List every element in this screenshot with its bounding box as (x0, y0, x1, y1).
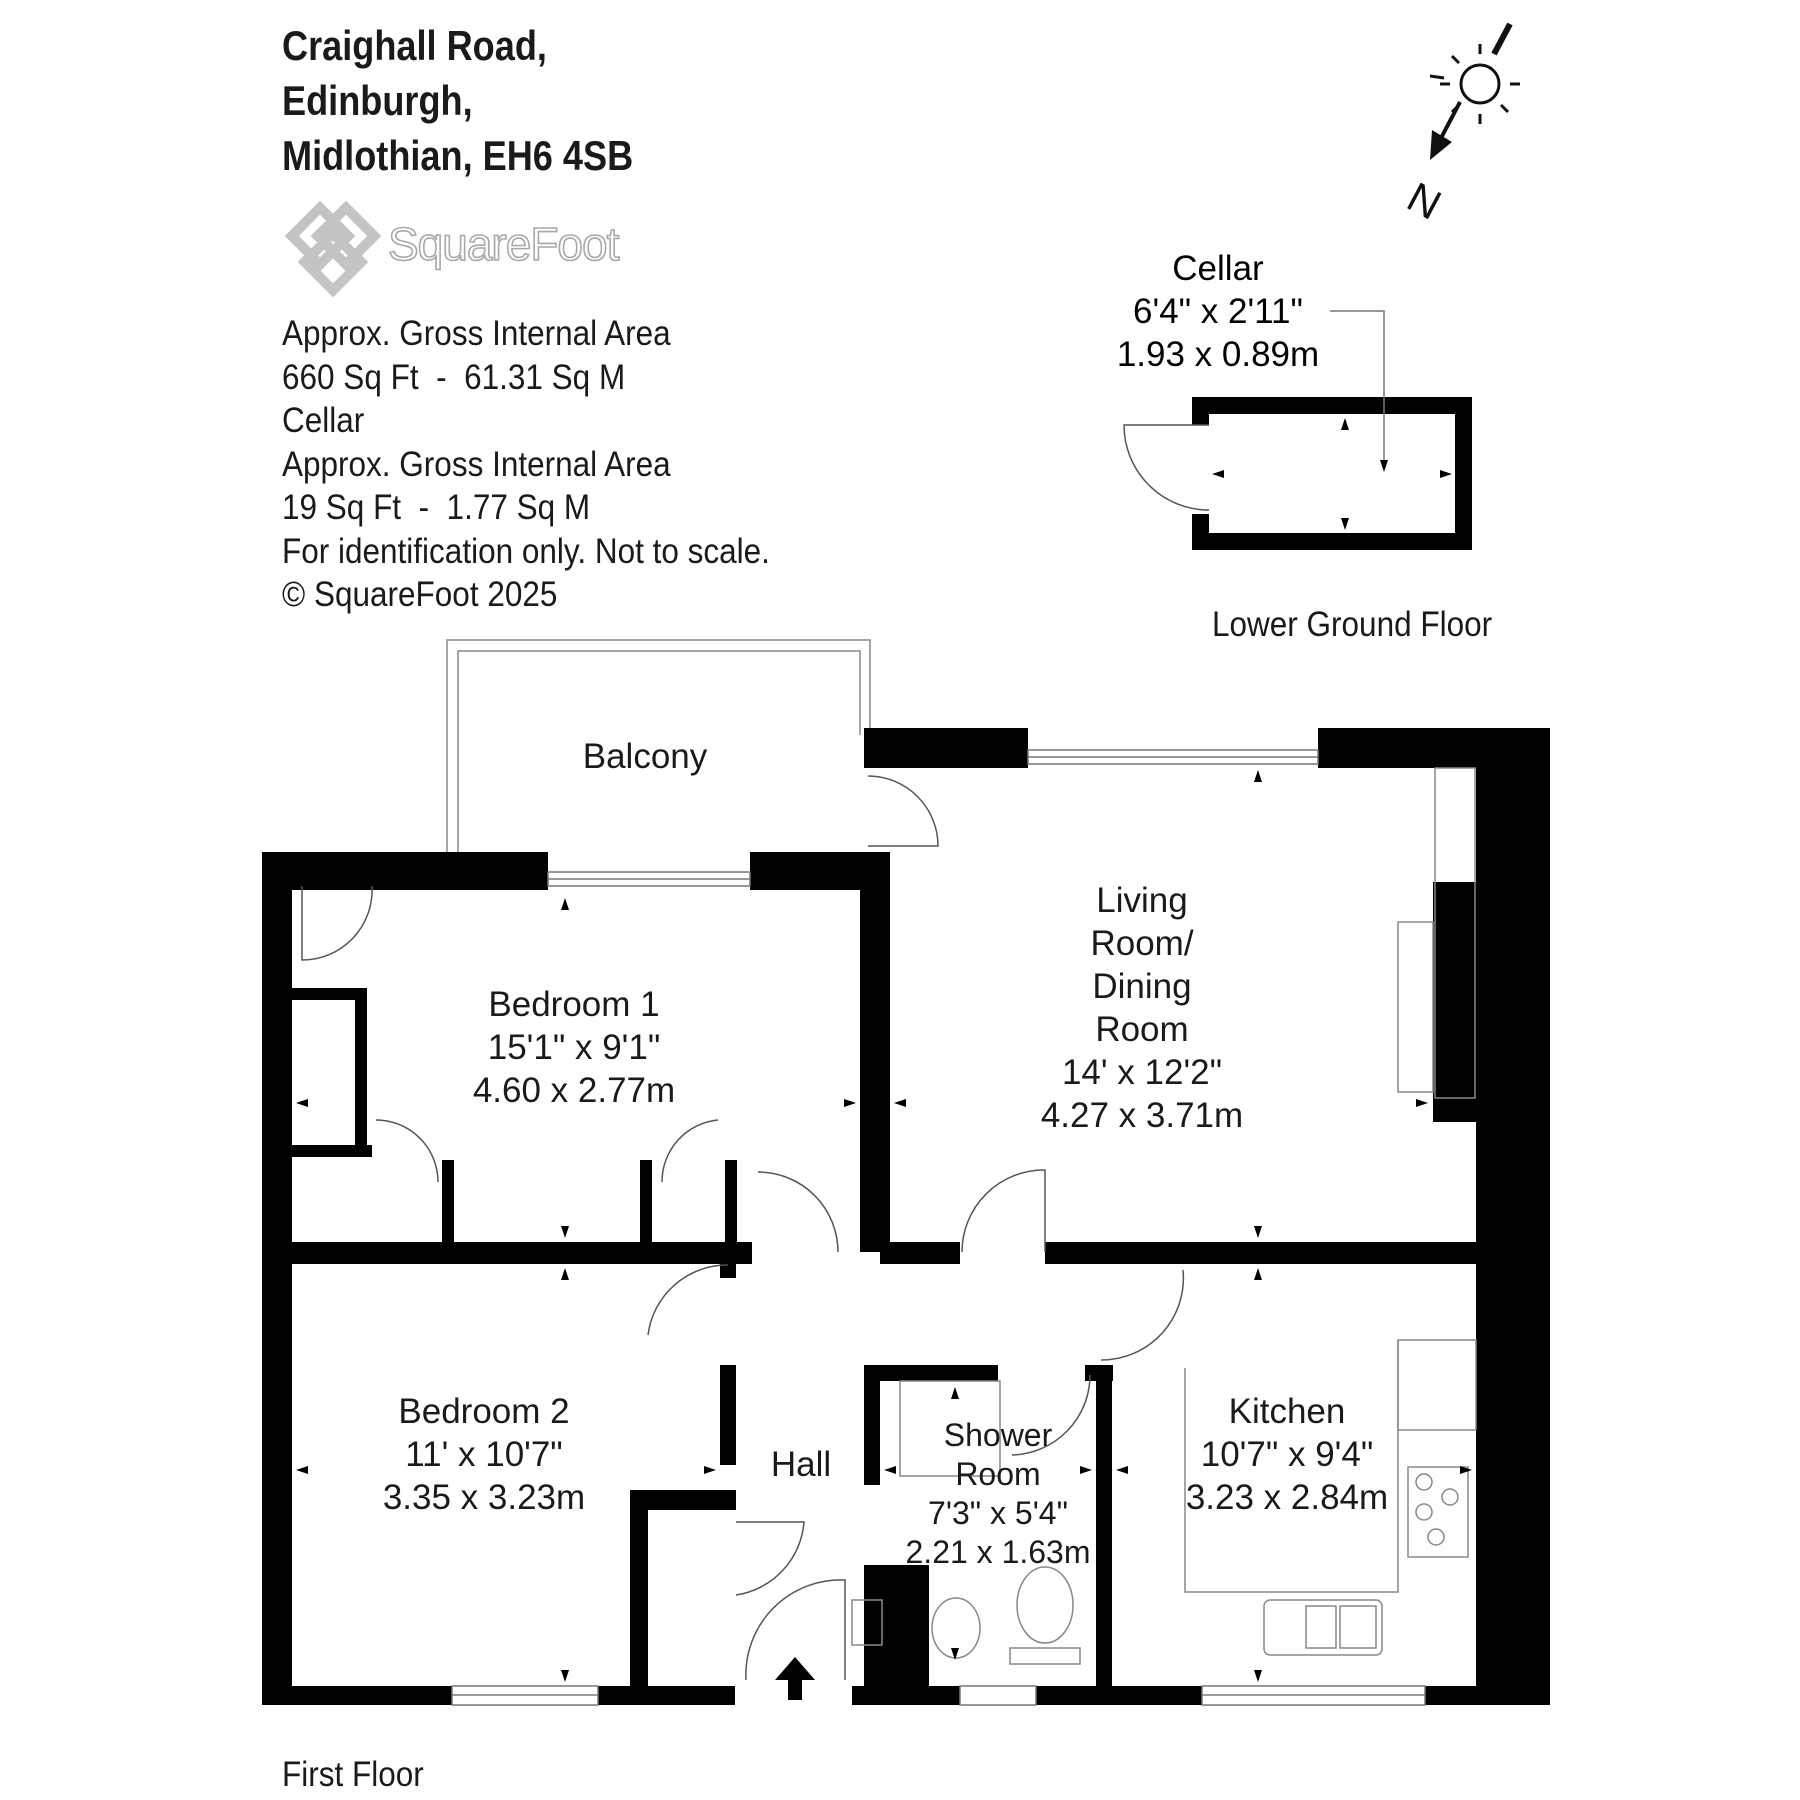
bedroom-1-dimensions-imperial: 15'1" x 9'1" (488, 1028, 661, 1067)
toilet-icon (1016, 1566, 1074, 1644)
north-arrow-icon (1430, 22, 1513, 160)
address-line-2: Edinburgh, (282, 77, 473, 124)
fixtures (851, 767, 1477, 1665)
cellar-dimensions-metric: 1.93 x 0.89m (1117, 335, 1319, 374)
cellar-walls (1192, 397, 1472, 550)
kitchen-dimensions-metric: 3.23 x 2.84m (1186, 1478, 1388, 1517)
kitchen-name: Kitchen (1229, 1392, 1346, 1431)
shower-room-dimensions-imperial: 7'3" x 5'4" (928, 1495, 1068, 1531)
windows (451, 749, 1426, 1706)
walls (262, 728, 1550, 1705)
bedroom-2-dimensions-metric: 3.35 x 3.23m (383, 1478, 585, 1517)
hall-label: Hall (771, 1445, 831, 1484)
cellar-dimensions-imperial: 6'4" x 2'11" (1133, 292, 1303, 331)
living-room-name-line-3: Dining (1092, 967, 1191, 1006)
cellar-room: Cellar 6'4" x 2'11" 1.93 x 0.89m (1117, 249, 1472, 550)
compass: N (1400, 22, 1520, 229)
living-room-name-line-2: Room/ (1090, 924, 1193, 963)
bedroom-2-name: Bedroom 2 (398, 1392, 569, 1431)
cellar-door-swing (1123, 424, 1210, 511)
shower-room-dimensions-metric: 2.21 x 1.63m (906, 1534, 1091, 1570)
area-info-line-3: Cellar (282, 401, 365, 440)
squarefoot-logo: SquareFoot (284, 200, 621, 298)
living-room-name-line-4: Room (1095, 1010, 1188, 1049)
sun-icon (1429, 44, 1520, 124)
dimension-markers (296, 770, 1472, 1682)
area-info-line-1: Approx. Gross Internal Area (282, 314, 671, 353)
kitchen-worktop (1397, 1339, 1477, 1431)
basin-icon (931, 1597, 981, 1659)
logo-text: SquareFoot (388, 218, 620, 270)
area-info-line-7: © SquareFoot 2025 (282, 575, 558, 614)
door-swings (301, 775, 1185, 1681)
fireplace (1397, 921, 1434, 1093)
hob-icon (1407, 1466, 1469, 1558)
bedroom-2-dimensions-imperial: 11' x 10'7" (405, 1435, 562, 1474)
address-line-1: Craighall Road, (282, 22, 547, 69)
cellar-name: Cellar (1172, 249, 1264, 288)
shower-room-name-line-2: Room (955, 1456, 1040, 1492)
north-label: N (1400, 173, 1449, 229)
lower-ground-floor-label: Lower Ground Floor (1212, 605, 1493, 644)
area-info-line-4: Approx. Gross Internal Area (282, 444, 671, 484)
living-room-name-line-1: Living (1096, 881, 1187, 920)
address-line-3: Midlothian, EH6 4SB (282, 132, 634, 179)
area-info-line-2: 660 Sq Ft - 61.31 Sq M (282, 357, 626, 397)
bedroom-1-name: Bedroom 1 (488, 985, 659, 1024)
sink-icon (1263, 1599, 1383, 1656)
area-info-line-6: For identification only. Not to scale. (282, 531, 770, 571)
kitchen-dimensions-imperial: 10'7" x 9'4" (1201, 1435, 1374, 1474)
bedroom-1-dimensions-metric: 4.60 x 2.77m (473, 1071, 675, 1110)
balcony-label: Balcony (583, 737, 708, 776)
living-wall-unit (1434, 767, 1476, 1099)
living-room-dimensions-metric: 4.27 x 3.71m (1041, 1096, 1243, 1135)
first-floor-label: First Floor (282, 1755, 424, 1794)
cellar-label-leader (1330, 310, 1385, 470)
area-info: Approx. Gross Internal Area 660 Sq Ft - … (282, 312, 770, 617)
logo-mark-icon (284, 200, 382, 298)
shower-tray (899, 1380, 1001, 1477)
living-room-dimensions-imperial: 14' x 12'2" (1062, 1053, 1222, 1092)
shower-room-name-line-1: Shower (944, 1417, 1053, 1453)
entrance-arrow-icon (775, 1657, 815, 1700)
balcony (446, 639, 871, 852)
address: Craighall Road, Edinburgh, Midlothian, E… (282, 18, 633, 183)
area-info-line-5: 19 Sq Ft - 1.77 Sq M (282, 488, 591, 527)
toilet-cistern (1009, 1647, 1081, 1665)
